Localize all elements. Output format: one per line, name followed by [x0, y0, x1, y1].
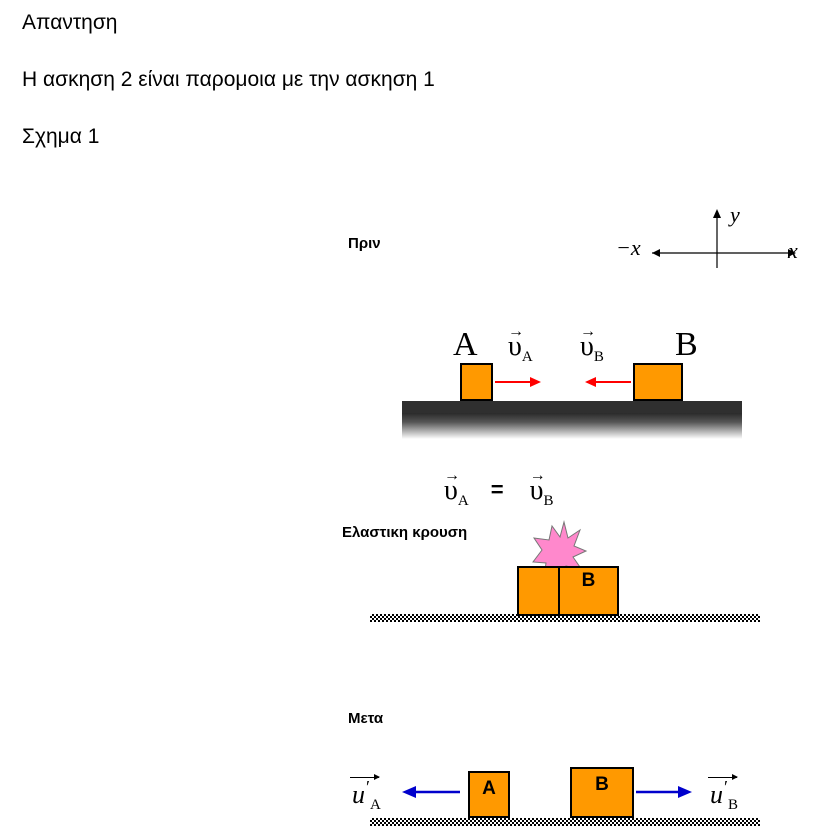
figure-graphics: [370, 209, 796, 826]
axis-label-y: y: [730, 202, 740, 227]
axes-labels: −x x y: [610, 200, 800, 270]
x-axis-arrowhead-right: [788, 249, 796, 257]
floor-collision: [370, 614, 760, 622]
label-before: Πριν: [348, 235, 381, 252]
final-velocity-a-label: u′A: [350, 774, 381, 813]
floor-before: [402, 401, 742, 413]
final-velocity-arrow-b: [636, 786, 692, 798]
statement-text: Η ασκηση 2 είναι παρομοια με την ασκηση …: [22, 68, 435, 91]
block-b-collision: B: [558, 566, 619, 616]
block-b-before: [633, 363, 683, 401]
final-velocity-arrow-a: [402, 786, 460, 798]
floor-after: [370, 818, 760, 826]
figure-caption: Σχημα 1: [22, 125, 100, 148]
axis-label-x: x: [788, 238, 798, 263]
x-axis-arrowhead-left: [652, 249, 660, 257]
coordinate-axes: [652, 209, 796, 268]
block-a-after: A: [468, 771, 510, 818]
block-b-letter: B: [675, 326, 698, 363]
collision-figure: −x x y Πριν Ελαστικη κρουση Μετα A B →υA…: [330, 200, 800, 836]
label-after: Μετα: [348, 710, 384, 727]
block-b-after: B: [570, 767, 634, 818]
axis-label-neg-x: −x: [616, 235, 641, 260]
velocity-b-label: →υB: [580, 323, 604, 365]
floor-before-shadow: [402, 413, 742, 439]
velocity-equation: →υA = →υB: [444, 467, 554, 509]
label-collision: Ελαστικη κρουση: [342, 524, 468, 541]
velocity-arrow-b: [585, 377, 631, 387]
block-a-collision: [517, 566, 561, 616]
answer-heading: Απαντηση: [22, 11, 118, 34]
block-a-letter: A: [453, 326, 478, 363]
y-axis-arrowhead: [713, 209, 721, 218]
final-velocity-b-label: u′B: [708, 774, 738, 813]
equals-sign: =: [490, 477, 504, 502]
velocity-arrow-a: [495, 377, 541, 387]
block-a-before: [460, 363, 493, 401]
velocity-a-label: →υA: [508, 323, 533, 365]
